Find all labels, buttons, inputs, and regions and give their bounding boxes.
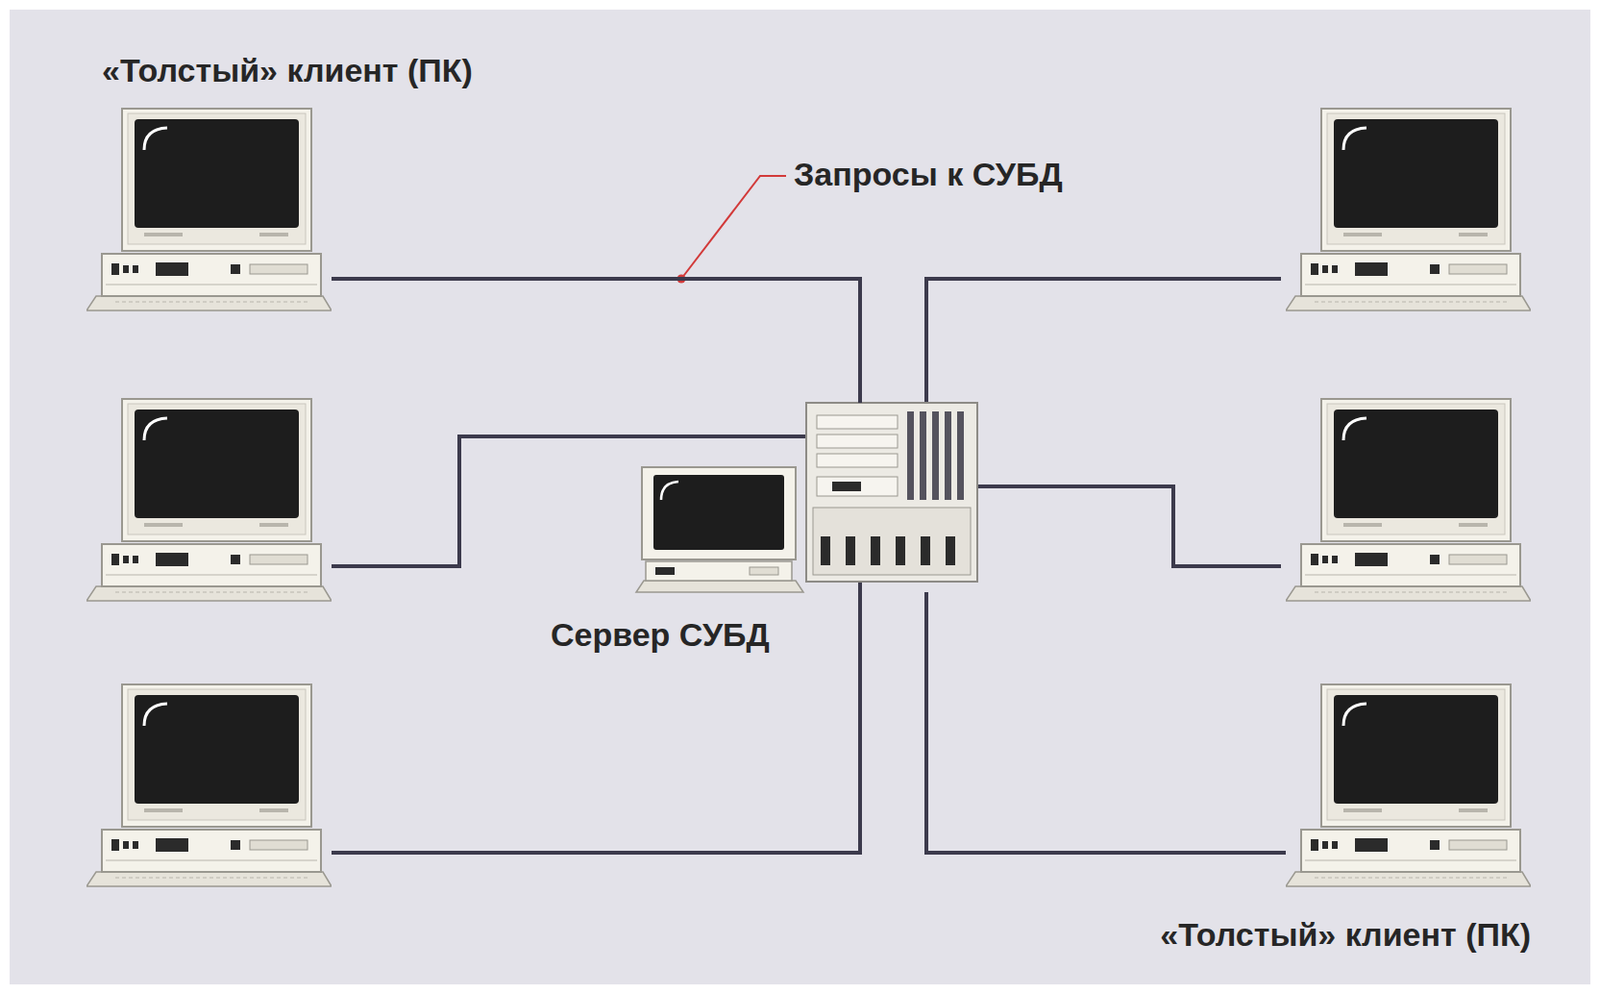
database-server: Сервер СУБД (640, 402, 978, 592)
node-label: «Толстый» клиент (ПК) (101, 51, 473, 90)
client-computers (86, 108, 1531, 887)
background (9, 9, 1591, 985)
client-computer: «Толстый» клиент (ПК) (86, 107, 332, 312)
network-wires (331, 278, 1281, 853)
leader-line (677, 175, 788, 284)
node-label: Сервер СУБД (550, 615, 770, 654)
node-label: «Толстый» клиент (ПК) (1159, 915, 1531, 954)
callout-label: Запросы к СУБД (793, 155, 1063, 194)
network-cable (926, 591, 1286, 853)
client-computer: «Толстый» клиент (ПК) (1285, 683, 1531, 887)
server-computer (636, 402, 978, 592)
network-cable (331, 278, 861, 403)
